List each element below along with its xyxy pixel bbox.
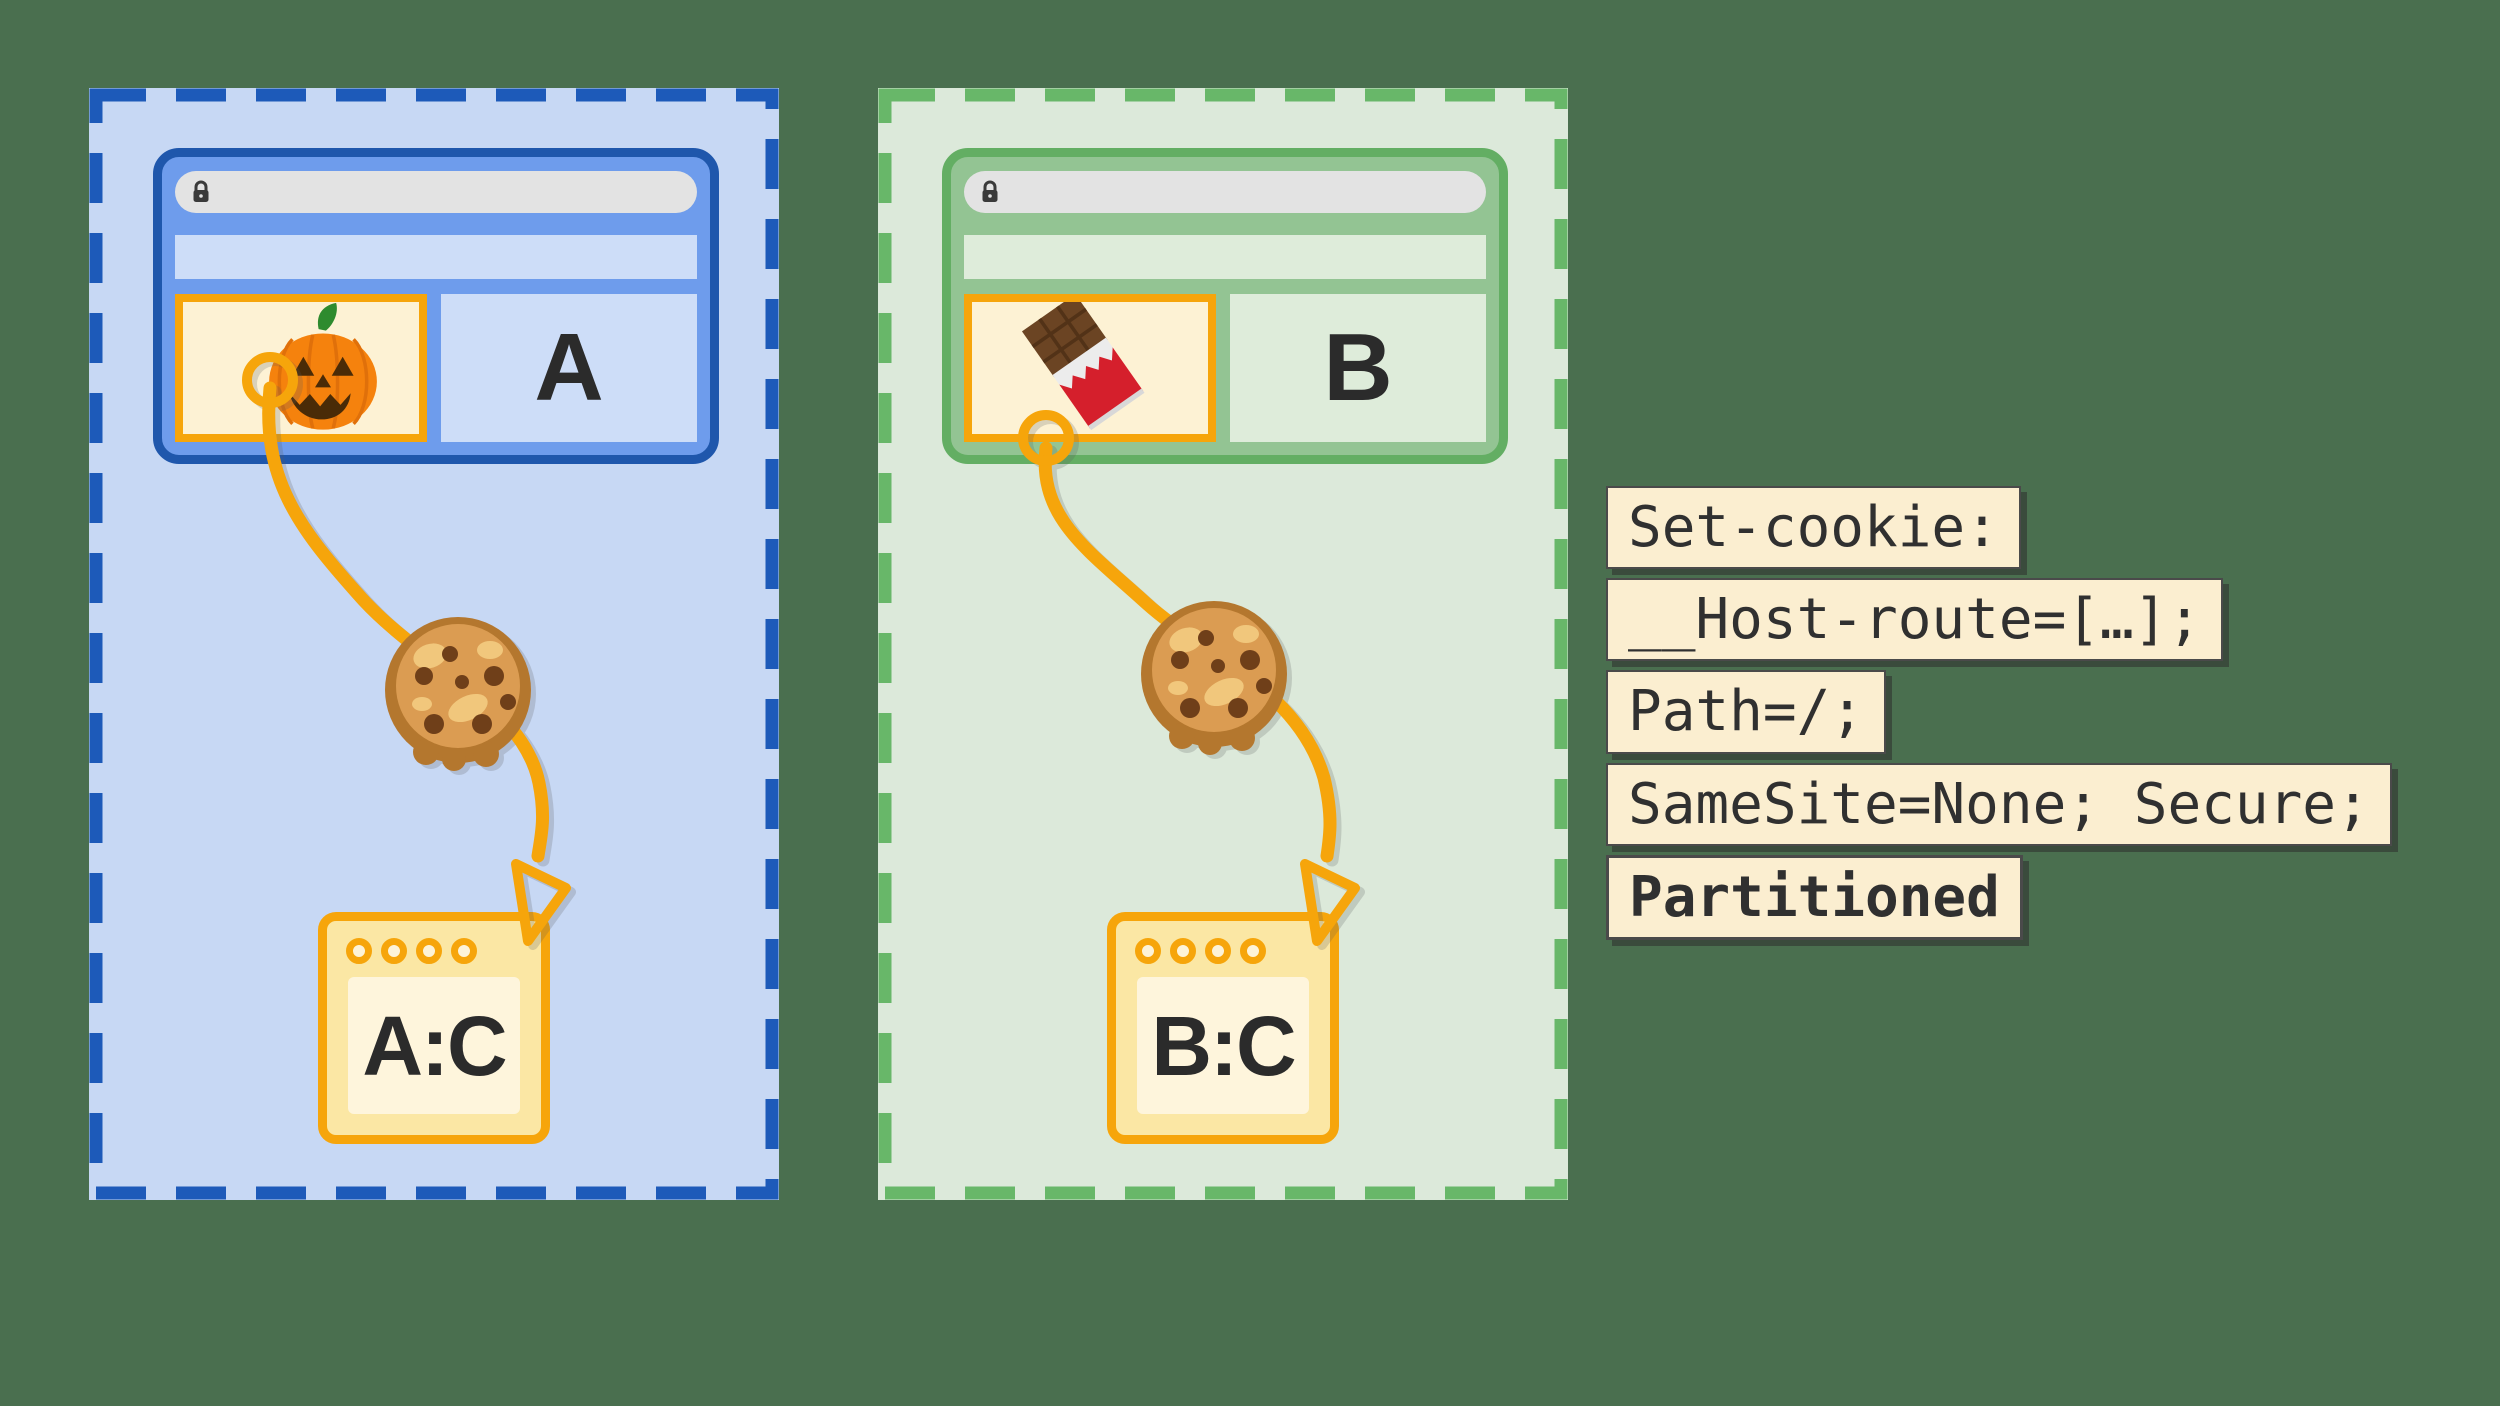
site-label: B	[1323, 314, 1393, 421]
cookie-icon	[1141, 601, 1287, 755]
cookie-icon	[385, 617, 531, 771]
set-cookie-snippet: Set-cookie: __Host-route=[…]; Path=/; Sa…	[1606, 486, 2392, 949]
partition-key-label: A:C	[362, 998, 507, 1093]
jar-dots-icon	[1135, 938, 1266, 964]
url-bar	[964, 171, 1486, 213]
code-line-set-cookie: Set-cookie:	[1606, 486, 2021, 570]
jar-dots-icon	[346, 938, 477, 964]
url-bar	[175, 171, 697, 213]
code-line-partitioned: Partitioned	[1606, 854, 2023, 940]
flow-line	[1038, 441, 1337, 863]
page-body-row: B	[964, 294, 1486, 442]
jar-inner-panel: B:C	[1137, 977, 1309, 1114]
page-body-row: A	[175, 294, 697, 442]
page-content-strip	[964, 235, 1486, 279]
embedded-iframe-a	[175, 294, 427, 442]
padlock-icon	[193, 180, 209, 202]
padlock-icon	[982, 180, 998, 202]
site-content-box-b: B	[1230, 294, 1486, 442]
cookie-jar-a: A:C	[318, 912, 550, 1144]
page-content-strip	[175, 235, 697, 279]
code-line-path: Path=/;	[1606, 670, 1887, 754]
cookie-jar-b: B:C	[1107, 912, 1339, 1144]
jack-o-lantern-icon	[269, 302, 377, 430]
site-content-box-a: A	[441, 294, 697, 442]
partition-panel-site-b: B B:C	[878, 88, 1568, 1200]
jar-inner-panel: A:C	[348, 977, 520, 1114]
partition-key-label: B:C	[1151, 998, 1296, 1093]
code-line-host-route: __Host-route=[…];	[1606, 578, 2224, 662]
embedded-iframe-b	[964, 294, 1216, 442]
browser-window-a: A	[153, 148, 719, 464]
chocolate-bar-icon	[1021, 302, 1145, 431]
browser-window-b: B	[942, 148, 1508, 464]
code-line-samesite-secure: SameSite=None; Secure;	[1606, 762, 2392, 846]
site-label: A	[534, 314, 604, 421]
partition-panel-site-a: A A:C	[89, 88, 779, 1200]
